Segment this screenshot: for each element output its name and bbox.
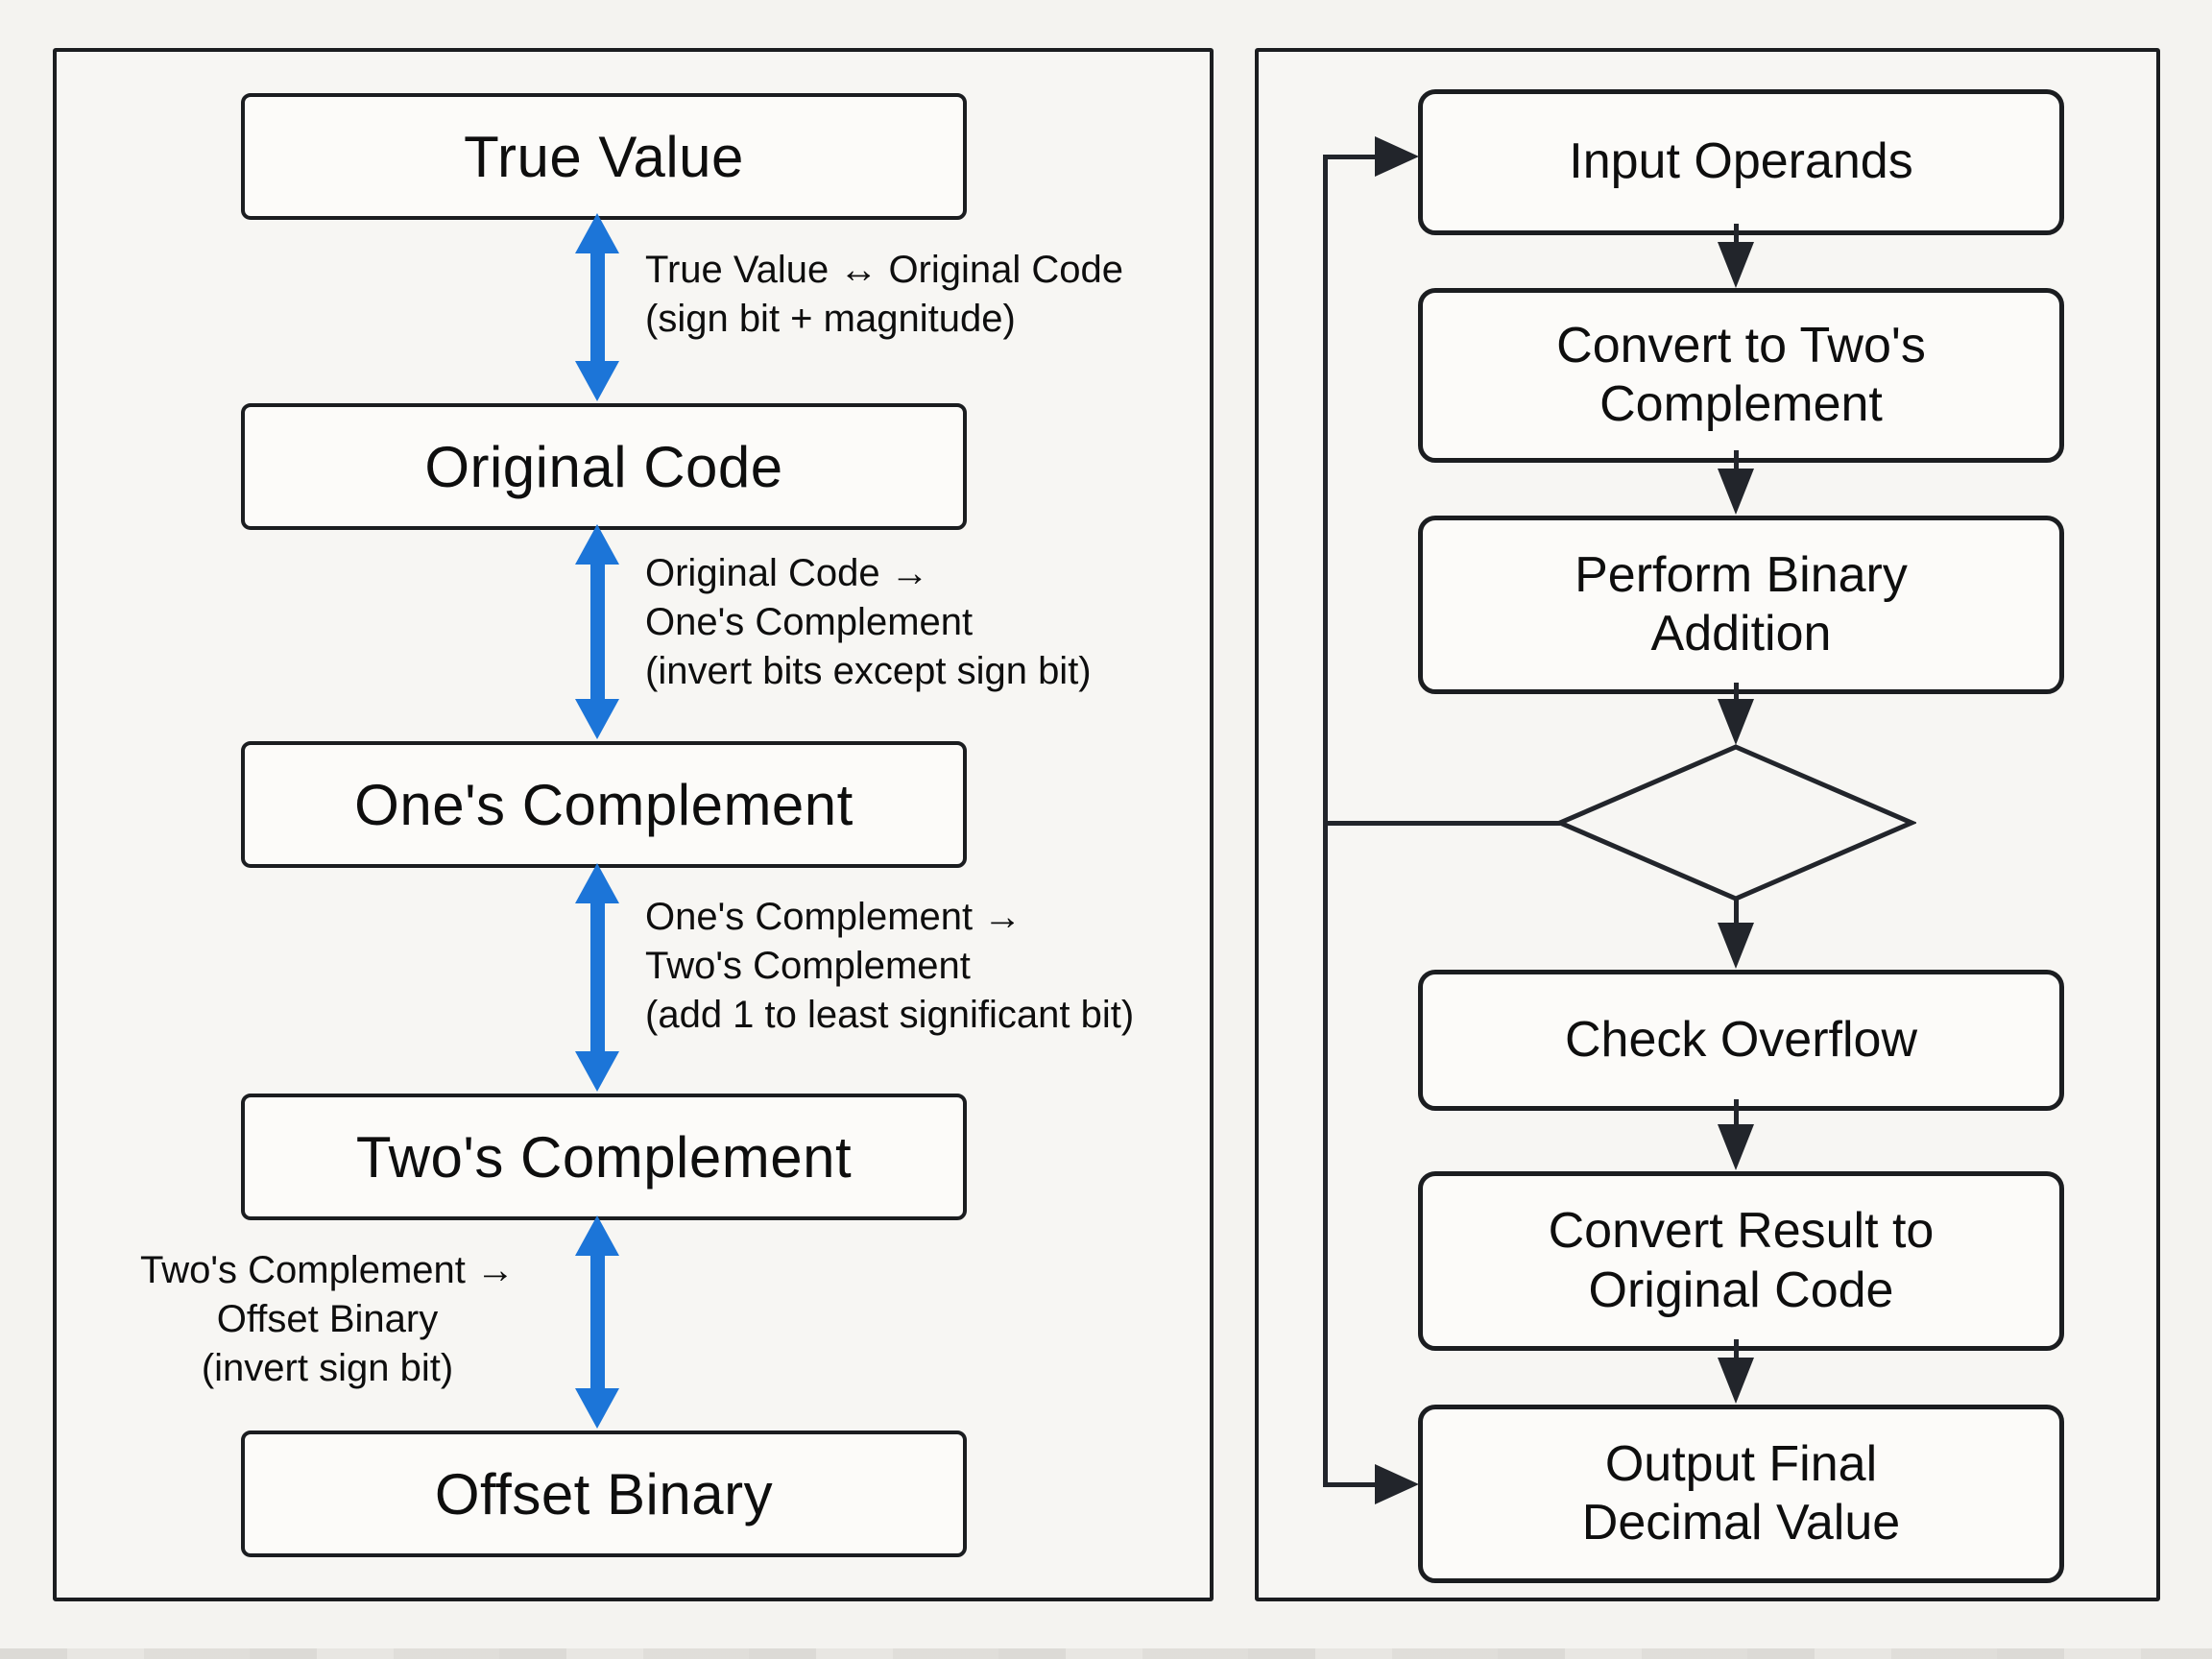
- flow-node-output-final: Output Final Decimal Value: [1418, 1405, 2064, 1583]
- arrowhead-down-icon: [1718, 1358, 1754, 1404]
- double-arrow-icon: [575, 524, 619, 739]
- arrowhead-down-icon: [1718, 699, 1754, 745]
- annotation-line: One's Complement →: [645, 896, 1022, 938]
- annotation-line: (invert bits except sign bit): [645, 650, 1092, 693]
- flow-node-convert-result: Convert Result to Original Code: [1418, 1171, 2064, 1351]
- node-original-code: Original Code: [241, 403, 967, 530]
- annotation-line: Two's Complement: [645, 945, 971, 988]
- flow-node-input-operands: Input Operands: [1418, 89, 2064, 235]
- connector-line: [1734, 1099, 1739, 1126]
- flow-node-check-overflow: Check Overflow: [1418, 970, 2064, 1111]
- connector-line: [1734, 898, 1739, 925]
- annotation-true-to-original: True Value ↔ Original Code (sign bit + m…: [645, 246, 1123, 344]
- node-label: Offset Binary: [434, 1461, 774, 1527]
- double-arrow-icon: [575, 1215, 619, 1429]
- node-ones-complement: One's Complement: [241, 741, 967, 868]
- arrow-shaft: [589, 1256, 605, 1388]
- annotation-line: Original Code →: [645, 552, 929, 594]
- arrow-down-head: [575, 1051, 619, 1092]
- arrowhead-right-icon: [1375, 136, 1419, 177]
- connector-line: [1734, 683, 1739, 701]
- node-label: Output Final Decimal Value: [1581, 1435, 1901, 1551]
- arrow-up-head: [575, 863, 619, 903]
- annotation-line: True Value ↔ Original Code: [645, 249, 1124, 291]
- bottom-edge-artifact: [0, 1648, 2212, 1659]
- node-label: Check Overflow: [1565, 1011, 1917, 1068]
- node-label: Two's Complement: [355, 1124, 853, 1190]
- annotation-line: Two's Complement →: [140, 1249, 515, 1291]
- arrow-down-head: [575, 699, 619, 739]
- node-label: Convert to Two's Complement: [1556, 317, 1926, 432]
- arrow-shaft: [589, 253, 605, 361]
- double-arrow-icon: [575, 863, 619, 1092]
- node-twos-complement: Two's Complement: [241, 1094, 967, 1220]
- arrowhead-down-icon: [1718, 1124, 1754, 1170]
- flow-node-convert-twos: Convert to Two's Complement: [1418, 288, 2064, 463]
- connector-line: [1734, 224, 1739, 244]
- annotation-line: One's Complement: [645, 601, 974, 644]
- node-true-value: True Value: [241, 93, 967, 220]
- arrowhead-down-icon: [1718, 242, 1754, 288]
- flow-node-binary-addition: Perform Binary Addition: [1418, 516, 2064, 694]
- node-label: Original Code: [424, 434, 783, 499]
- arrowhead-right-icon: [1375, 1464, 1419, 1504]
- node-label: Perform Binary Addition: [1575, 546, 1908, 661]
- arrowhead-down-icon: [1718, 923, 1754, 969]
- arrowhead-down-icon: [1718, 469, 1754, 515]
- decision-diamond: [1555, 744, 1916, 902]
- annotation-twos-to-offset: Two's Complement → Offset Binary (invert…: [82, 1246, 573, 1394]
- arrow-down-head: [575, 1388, 619, 1429]
- arrow-up-head: [575, 213, 619, 253]
- arrow-up-head: [575, 524, 619, 565]
- loop-line-bottom: [1323, 1482, 1377, 1487]
- annotation-line: Offset Binary: [216, 1298, 439, 1341]
- annotation-ones-to-twos: One's Complement → Two's Complement (add…: [645, 893, 1134, 1041]
- node-label: True Value: [464, 124, 744, 189]
- annotation-line: (sign bit + magnitude): [645, 298, 1016, 341]
- annotation-line: (invert sign bit): [201, 1347, 454, 1390]
- double-arrow-icon: [575, 213, 619, 401]
- connector-line: [1734, 450, 1739, 470]
- node-label: Input Operands: [1569, 133, 1913, 190]
- connector-line: [1734, 1339, 1739, 1359]
- loop-line-top: [1323, 155, 1377, 159]
- annotation-line: (add 1 to least significant bit): [645, 994, 1135, 1037]
- node-label: One's Complement: [354, 772, 854, 837]
- node-offset-binary: Offset Binary: [241, 1431, 967, 1557]
- arrow-down-head: [575, 361, 619, 401]
- arrow-shaft: [589, 903, 605, 1051]
- diamond-shape: [1555, 744, 1916, 902]
- arrow-shaft: [589, 565, 605, 699]
- node-label: Convert Result to Original Code: [1548, 1203, 1935, 1318]
- annotation-original-to-ones: Original Code → One's Complement (invert…: [645, 549, 1092, 697]
- arrow-up-head: [575, 1215, 619, 1256]
- loop-line-to-diamond: [1323, 821, 1560, 826]
